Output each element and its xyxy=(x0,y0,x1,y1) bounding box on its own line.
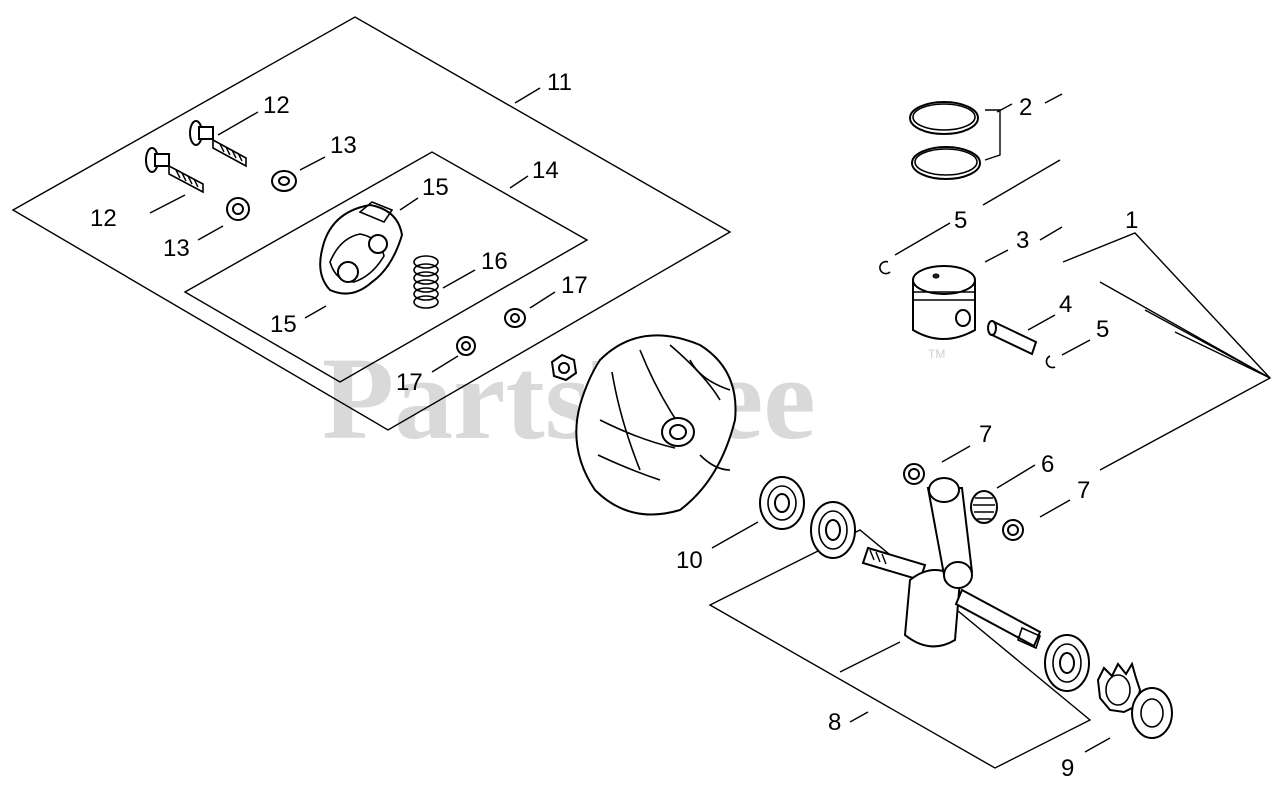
leader-lines xyxy=(149,87,1271,753)
ball-bearing-left xyxy=(759,476,805,530)
clutch-shoe-assembly xyxy=(319,201,404,295)
callout-6: 6 xyxy=(1041,451,1054,478)
callout-5-lower: 5 xyxy=(1096,316,1109,343)
group-frame-1 xyxy=(1062,232,1272,471)
piston-pin xyxy=(987,320,1038,356)
callout-15-lower: 15 xyxy=(270,311,297,338)
callout-13-upper: 13 xyxy=(330,132,357,159)
ball-bearing-right xyxy=(1044,634,1090,692)
flywheel xyxy=(575,334,737,516)
callout-7-lower: 7 xyxy=(1077,477,1090,504)
washer-17-lower xyxy=(456,336,476,356)
callout-1: 1 xyxy=(1125,207,1138,234)
clutch-spring xyxy=(413,255,439,309)
needle-bearing xyxy=(970,490,998,524)
group-frame-8 xyxy=(708,529,1092,769)
callout-13-lower: 13 xyxy=(163,235,190,262)
callout-7-upper: 7 xyxy=(979,421,992,448)
flywheel-nut xyxy=(550,353,578,382)
group-frame-14 xyxy=(183,151,589,383)
needle-bearing-washer-left xyxy=(903,463,925,485)
callout-9: 9 xyxy=(1061,755,1074,782)
group-frame-11 xyxy=(11,16,732,431)
callout-14: 14 xyxy=(532,157,559,184)
drive-gear xyxy=(1096,661,1142,714)
callout-10: 10 xyxy=(676,547,703,574)
callout-15-upper: 15 xyxy=(422,174,449,201)
callout-17-lower: 17 xyxy=(396,369,423,396)
ball-bearing-center xyxy=(810,501,856,559)
callout-2: 2 xyxy=(1019,94,1032,121)
clutch-bolt-upper xyxy=(189,120,247,168)
circlip-left xyxy=(879,260,891,275)
callout-5-upper: 5 xyxy=(954,207,967,234)
piston-ring-upper xyxy=(909,101,979,135)
piston xyxy=(912,265,976,340)
callout-16: 16 xyxy=(481,248,508,275)
needle-bearing-washer-right xyxy=(1002,519,1024,541)
callout-12-lower: 12 xyxy=(90,205,117,232)
crankshaft xyxy=(861,477,1042,650)
circlip-right xyxy=(1045,355,1056,369)
washer-13-upper xyxy=(271,170,297,192)
callout-3: 3 xyxy=(1016,227,1029,254)
callout-11: 11 xyxy=(547,69,572,96)
washer-13-lower xyxy=(226,197,250,221)
callout-8: 8 xyxy=(828,709,841,736)
clutch-bolt-lower xyxy=(145,147,204,194)
callout-4: 4 xyxy=(1059,291,1072,318)
watermark-trademark: TM xyxy=(928,347,945,361)
piston-ring-lower xyxy=(911,146,981,180)
callout-labels: 11 12 12 13 13 14 15 15 16 17 17 2 5 3 1… xyxy=(90,69,1138,782)
oil-seal xyxy=(1131,687,1173,739)
watermark-text: PartsTree xyxy=(322,333,816,464)
callout-17-upper: 17 xyxy=(561,272,588,299)
washer-17-upper xyxy=(504,308,526,328)
callout-12-upper: 12 xyxy=(263,92,290,119)
